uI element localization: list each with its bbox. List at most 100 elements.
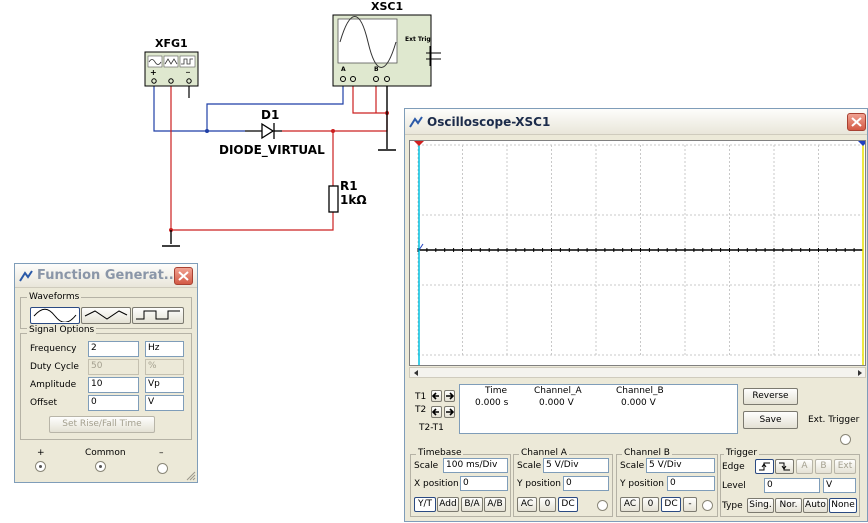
trigger-a-button: A bbox=[796, 459, 813, 474]
cursor-readout-panel bbox=[459, 384, 738, 434]
resistor-label: R1 bbox=[340, 179, 358, 193]
channel-b-header: Channel_B bbox=[616, 386, 664, 396]
ext-trigger-terminal[interactable] bbox=[840, 434, 851, 445]
t2-label: T2 bbox=[415, 405, 427, 415]
save-button[interactable]: Save bbox=[743, 411, 798, 429]
channel-b-dc-button[interactable]: DC bbox=[661, 497, 681, 512]
resize-grip-icon[interactable] bbox=[185, 470, 196, 481]
rising-edge-icon bbox=[759, 462, 770, 471]
channel-a-marker-icon bbox=[418, 243, 424, 251]
duty-cycle-label: Duty Cycle bbox=[30, 362, 79, 372]
oscilloscope-titlebar[interactable]: Oscilloscope-XSC1 bbox=[405, 109, 867, 135]
oscilloscope-grid bbox=[414, 141, 865, 365]
plus-terminal-radio[interactable] bbox=[35, 461, 46, 472]
frequency-unit[interactable]: Hz bbox=[145, 341, 184, 357]
falling-edge-icon bbox=[779, 462, 790, 471]
common-terminal-label: Common bbox=[85, 448, 126, 458]
t1-label: T1 bbox=[415, 392, 427, 402]
channel-b-terminal[interactable] bbox=[702, 500, 713, 511]
trigger-normal-button[interactable]: Nor. bbox=[775, 498, 802, 513]
x-position-label: X position bbox=[414, 479, 459, 489]
reverse-button[interactable]: Reverse bbox=[743, 388, 798, 405]
square-wave-icon bbox=[136, 310, 180, 320]
channel-a-dc-button[interactable]: DC bbox=[558, 497, 578, 512]
ba-button[interactable]: B/A bbox=[461, 497, 483, 512]
function-generator-titlebar[interactable]: Function Generat... bbox=[15, 264, 197, 288]
channel-b-scale-input[interactable]: 5 V/Div bbox=[646, 458, 715, 473]
amplitude-label: Amplitude bbox=[30, 380, 77, 390]
t1-right-arrow[interactable] bbox=[444, 390, 455, 402]
rising-edge-button[interactable] bbox=[755, 459, 774, 474]
channel-b-ypos-input[interactable]: 0 bbox=[667, 476, 715, 491]
instrument-icon bbox=[409, 116, 423, 128]
amplitude-input[interactable]: 10 bbox=[88, 377, 139, 393]
x-position-input[interactable]: 0 bbox=[460, 476, 508, 491]
cursor-t2-marker-icon bbox=[858, 141, 865, 146]
diode-model-label: DIODE_VIRTUAL bbox=[219, 143, 325, 157]
sine-wave-button[interactable] bbox=[30, 307, 80, 324]
t2-left-arrow[interactable] bbox=[431, 406, 442, 418]
channel-a-scale-input[interactable]: 5 V/Div bbox=[543, 458, 609, 473]
channel-a-value: 0.000 V bbox=[539, 398, 574, 408]
resistor-r1[interactable] bbox=[328, 185, 339, 213]
oscilloscope-window: Oscilloscope-XSC1 T1 T2 T2-T1 Time Chann… bbox=[404, 108, 868, 522]
triangle-wave-icon bbox=[84, 310, 128, 320]
channel-b-ypos-label: Y position bbox=[620, 479, 665, 489]
junction-red-1 bbox=[331, 129, 335, 133]
channel-b-ac-button[interactable]: AC bbox=[620, 497, 640, 512]
close-button[interactable] bbox=[174, 267, 193, 285]
offset-unit[interactable]: V bbox=[145, 395, 184, 411]
amplitude-unit[interactable]: Vp bbox=[145, 377, 184, 393]
trigger-level-input[interactable]: 0 bbox=[764, 478, 820, 493]
close-icon bbox=[178, 271, 189, 281]
t1-left-arrow[interactable] bbox=[431, 390, 442, 402]
minus-terminal-radio[interactable] bbox=[157, 463, 168, 474]
falling-edge-button[interactable] bbox=[775, 459, 794, 474]
trigger-none-button[interactable]: None bbox=[829, 498, 857, 513]
trigger-single-button[interactable]: Sing. bbox=[747, 498, 774, 513]
offset-input[interactable]: 0 bbox=[88, 395, 139, 411]
channel-a-ypos-input[interactable]: 0 bbox=[563, 476, 609, 491]
t2-right-arrow[interactable] bbox=[444, 406, 455, 418]
function-generator-symbol[interactable] bbox=[144, 51, 199, 87]
time-header: Time bbox=[485, 386, 508, 396]
timebase-scale-label: Scale bbox=[414, 461, 439, 471]
diode-d1[interactable] bbox=[245, 122, 282, 140]
add-button[interactable]: Add bbox=[437, 497, 459, 512]
channel-a-label: Channel A bbox=[519, 448, 569, 458]
waveforms-label: Waveforms bbox=[27, 292, 82, 302]
timebase-scale-input[interactable]: 100 ms/Div bbox=[443, 458, 508, 473]
arrow-left-icon bbox=[432, 392, 439, 400]
trigger-auto-button[interactable]: Auto bbox=[803, 498, 828, 513]
channel-a-ac-button[interactable]: AC bbox=[517, 497, 537, 512]
duty-cycle-unit: % bbox=[145, 359, 184, 375]
arrow-right-icon bbox=[446, 408, 454, 416]
diode-label: D1 bbox=[261, 108, 280, 122]
instrument-icon bbox=[19, 270, 33, 282]
yt-button[interactable]: Y/T bbox=[414, 497, 436, 512]
scroll-left-icon[interactable] bbox=[413, 369, 420, 377]
ab-button[interactable]: A/B bbox=[484, 497, 506, 512]
channel-a-terminal[interactable] bbox=[597, 500, 608, 511]
frequency-input[interactable]: 2 bbox=[88, 341, 139, 357]
common-terminal-radio[interactable] bbox=[95, 461, 106, 472]
channel-b-zero-button[interactable]: 0 bbox=[642, 497, 659, 512]
trigger-type-label: Type bbox=[722, 501, 743, 511]
horizontal-scrollbar[interactable] bbox=[409, 367, 866, 378]
square-wave-button[interactable] bbox=[132, 307, 184, 324]
channel-b-label: Channel B bbox=[622, 448, 672, 458]
junction-blue bbox=[205, 129, 209, 133]
trigger-b-button: B bbox=[815, 459, 832, 474]
trigger-level-unit[interactable]: V bbox=[823, 478, 856, 493]
arrow-left-icon bbox=[432, 408, 439, 416]
scroll-right-icon[interactable] bbox=[857, 369, 864, 377]
oscilloscope-screen[interactable] bbox=[409, 140, 866, 366]
waveforms-group bbox=[20, 297, 192, 329]
set-rise-fall-time-button: Set Rise/Fall Time bbox=[49, 416, 155, 433]
triangle-wave-button[interactable] bbox=[81, 307, 131, 324]
channel-b-minus-button[interactable]: - bbox=[683, 497, 697, 512]
oscilloscope-symbol[interactable] bbox=[332, 14, 441, 87]
channel-a-zero-button[interactable]: 0 bbox=[539, 497, 556, 512]
function-generator-title: Function Generat... bbox=[37, 268, 179, 283]
close-button[interactable] bbox=[847, 113, 866, 131]
